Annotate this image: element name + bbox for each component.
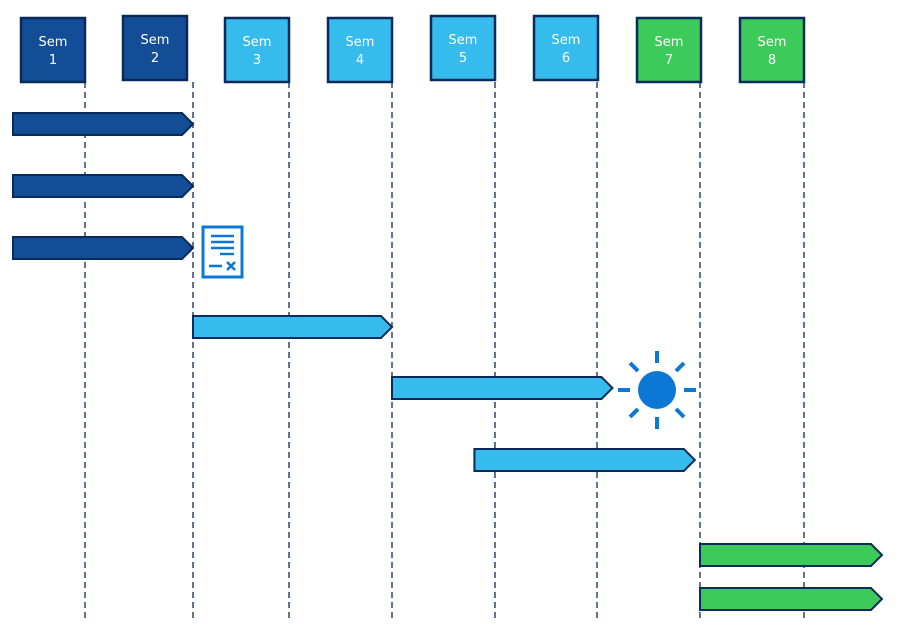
semester-header-box xyxy=(532,14,600,82)
semester-label: Sem xyxy=(243,35,272,50)
semester-label: Sem xyxy=(141,33,170,48)
certificate-document-icon xyxy=(201,225,244,279)
semester-header-box xyxy=(121,14,189,82)
semester-number: 1 xyxy=(49,53,57,68)
semester-label: Sem xyxy=(655,35,684,50)
timeline-bar-navy xyxy=(12,174,195,198)
semester-number: 6 xyxy=(562,51,570,66)
semester-header: Sem 3 xyxy=(223,16,291,84)
semester-header: Sem 5 xyxy=(429,14,497,82)
semester-label: Sem xyxy=(449,33,478,48)
semester-header: Sem 1 xyxy=(19,16,87,84)
semester-header-box xyxy=(326,16,394,84)
semester-number: 3 xyxy=(253,53,261,68)
sun-icon xyxy=(618,351,696,429)
semester-header: Sem 2 xyxy=(121,14,189,82)
timeline-bar-navy xyxy=(12,236,195,260)
semester-label: Sem xyxy=(758,35,787,50)
semester-header: Sem 6 xyxy=(532,14,600,82)
timeline-bars xyxy=(12,112,884,611)
timeline-bar-sky xyxy=(192,315,394,339)
semester-label: Sem xyxy=(552,33,581,48)
timeline-bar-navy xyxy=(12,112,195,136)
semester-gridlines xyxy=(84,82,805,620)
semester-header-box xyxy=(738,16,806,84)
semester-header-box xyxy=(635,16,703,84)
semester-number: 7 xyxy=(665,53,673,68)
semester-header-box xyxy=(19,16,87,84)
timeline-bar-green xyxy=(699,543,884,567)
semester-label: Sem xyxy=(39,35,68,50)
semester-header-box xyxy=(429,14,497,82)
semester-header: Sem 7 xyxy=(635,16,703,84)
semester-header: Sem 4 xyxy=(326,16,394,84)
semester-headers: Sem 1 Sem 2 Sem 3 Sem 4 Sem 5 Sem 6 Sem 7 Sem 8 xyxy=(19,14,806,84)
semester-label: Sem xyxy=(346,35,375,50)
semester-header-box xyxy=(223,16,291,84)
timeline-bar-sky xyxy=(473,448,697,472)
timeline-bar-green xyxy=(699,587,884,611)
semester-number: 5 xyxy=(459,51,467,66)
semester-header: Sem 8 xyxy=(738,16,806,84)
semester-number: 2 xyxy=(151,51,159,66)
semester-number: 4 xyxy=(356,53,364,68)
timeline-bar-sky xyxy=(391,376,614,400)
semester-number: 8 xyxy=(768,53,776,68)
